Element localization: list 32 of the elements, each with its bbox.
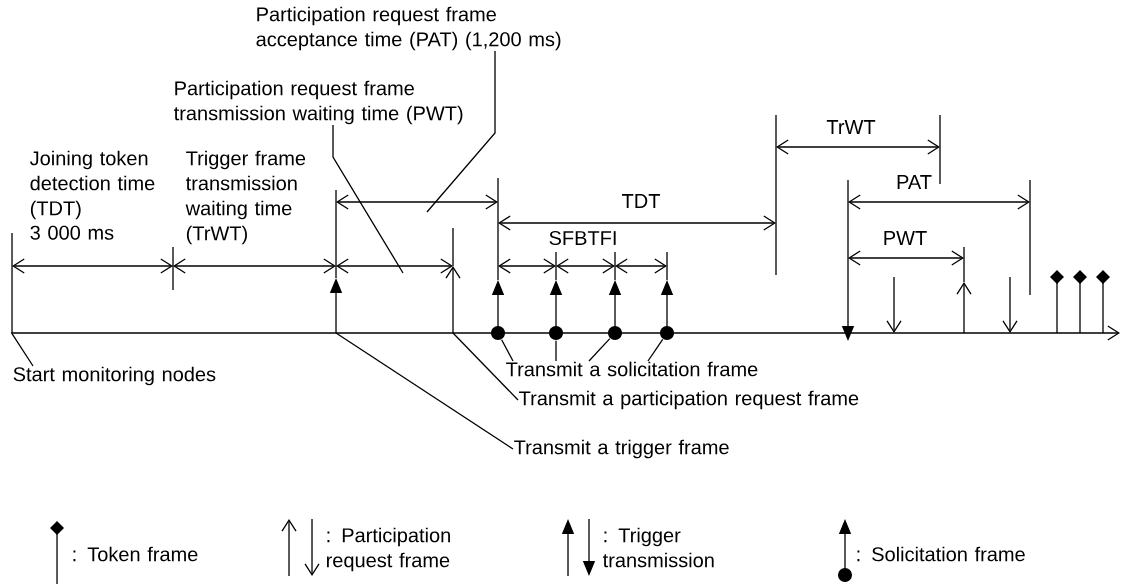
dimension-label: Trigger frame transmission waiting time (TrWT) [185,150,306,245]
dimension-label: Joining token detection time (TDT) [30,150,155,220]
dimension-label: 3 000 ms [30,225,114,240]
leader-line [647,338,664,362]
solicitation-dot [660,326,674,340]
leader-line [335,332,514,450]
legend-text: : Participation request frame [327,527,450,572]
dimension-label: PWT [884,231,927,245]
legend-text: : Solicitation frame [857,546,1025,562]
legend-text: : Trigger transmission [602,527,714,568]
leader-line [500,339,514,362]
leader-line [332,124,404,274]
dimension-label: TDT [622,194,660,208]
legend-text: : Token frame [73,546,198,562]
solicitation-dot [608,326,622,340]
solicitation-dot [491,326,505,340]
solicitation-dot [549,326,563,340]
leader-line [426,50,496,213]
callout-text: Transmit a trigger frame [514,439,729,459]
callout-text: Participation request frame acceptance time (PAT) (1,200 ms) [256,6,561,51]
dimension-label: TrWT [826,120,876,134]
callout-text: Start monitoring nodes [13,366,216,386]
leader-line [555,340,557,362]
callout-text: Transmit a solicitation frame [506,361,758,377]
dimension-label: PAT [897,175,932,189]
leader-line [588,337,611,362]
leader-line [11,333,34,367]
start-tick [11,233,13,333]
dimension-label: SFBTFI [549,230,616,246]
callout-text: Participation request frame transmission waiting time (PWT) [173,80,463,125]
leader-line [452,332,519,401]
callout-text: Transmit a participation request frame [519,390,859,410]
